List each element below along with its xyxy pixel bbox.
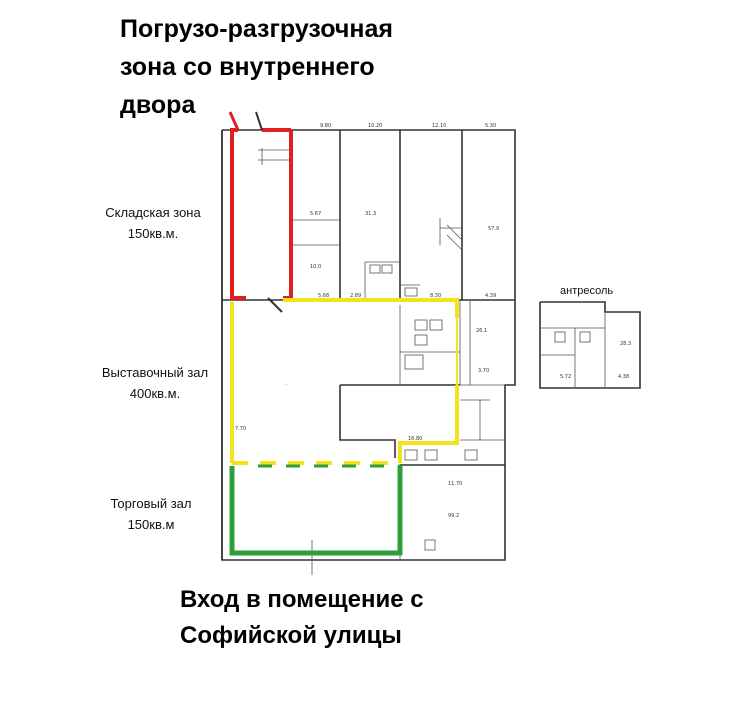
svg-text:31.3: 31.3 — [365, 211, 376, 217]
svg-text:26.1: 26.1 — [476, 328, 487, 334]
loading-zone-title: Погрузо-разгрузочная зона со внутреннего… — [120, 10, 450, 124]
svg-text:5.72: 5.72 — [560, 374, 571, 380]
svg-text:10.0: 10.0 — [310, 264, 321, 270]
showroom-zone-outline — [230, 298, 459, 468]
warehouse-zone-border — [230, 128, 246, 300]
dimension-marks: 9.80 10.20 12.10 5.30 5.67 31.3 57.9 10.… — [235, 123, 499, 519]
sales-zone-outline — [229, 466, 403, 556]
svg-text:2.89: 2.89 — [350, 293, 361, 299]
entrance-title: Вход в помещение с Софийской улицы — [180, 582, 480, 654]
warehouse-zone-label: Складская зона 150кв.м. — [88, 202, 218, 244]
showroom-zone-area: 400кв.м. — [129, 386, 181, 401]
entrance-line-2: Софийской улицы — [180, 622, 402, 649]
svg-text:11.70: 11.70 — [448, 481, 462, 487]
title-line-1: Погрузо-разгрузочная — [120, 15, 393, 43]
sales-zone-name: Торговый зал — [110, 496, 192, 511]
svg-text:28.3: 28.3 — [620, 341, 631, 347]
svg-text:.: . — [286, 381, 288, 387]
svg-text:8.30: 8.30 — [430, 293, 441, 299]
svg-text:5.67: 5.67 — [310, 211, 321, 217]
warehouse-zone-area: 150кв.м. — [127, 226, 179, 241]
building-outline — [221, 129, 516, 561]
svg-text:5.30: 5.30 — [485, 123, 496, 129]
title-line-3: двора — [120, 91, 196, 119]
svg-text:10.20: 10.20 — [368, 123, 382, 129]
svg-text:9.80: 9.80 — [320, 123, 331, 129]
svg-text:3.70: 3.70 — [478, 368, 489, 374]
svg-text:16.80: 16.80 — [408, 436, 422, 442]
middle-interior-walls — [339, 300, 505, 461]
showroom-zone-name: Выставочный зал — [101, 365, 209, 380]
svg-text:5.68: 5.68 — [318, 293, 329, 299]
svg-text:4.38: 4.38 — [618, 374, 629, 380]
sales-zone-label: Торговый зал 150кв.м — [86, 493, 216, 535]
entrance-line-1: Вход в помещение с — [180, 586, 424, 613]
mezzanine-label: антресоль — [560, 285, 614, 297]
lower-interior-walls — [311, 464, 505, 575]
svg-text:4.39: 4.39 — [485, 293, 496, 299]
svg-text:57.9: 57.9 — [488, 226, 499, 232]
sales-zone-area: 150кв.м — [127, 517, 175, 532]
title-line-2: зона со внутреннего — [120, 53, 375, 81]
svg-text:99.2: 99.2 — [448, 513, 459, 519]
warehouse-zone-name: Складская зона — [105, 205, 201, 220]
mezzanine-plan: 5.72 4.38 28.3 — [539, 301, 641, 389]
door-sketches — [258, 148, 462, 250]
svg-text:12.10: 12.10 — [432, 123, 446, 129]
showroom-zone-label: Выставочный зал 400кв.м. — [80, 362, 230, 404]
svg-text:7.70: 7.70 — [235, 426, 246, 432]
warehouse-zone-outline — [228, 111, 293, 313]
